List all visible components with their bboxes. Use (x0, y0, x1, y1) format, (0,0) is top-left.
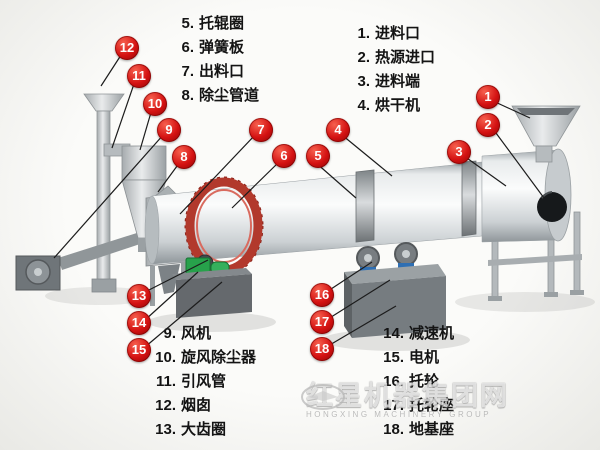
callout-3: 3 (447, 140, 471, 164)
legend-item: 13.大齿圈 (155, 421, 227, 438)
callout-13: 13 (127, 284, 151, 308)
riding-ring-bands (355, 160, 477, 243)
legend-item: 14.减速机 (383, 325, 455, 342)
callout-6: 6 (272, 144, 296, 168)
callout-8: 8 (172, 145, 196, 169)
legend-item: 17.托轮座 (383, 397, 455, 414)
fan-unit (15, 232, 146, 291)
legend-item: 11.引风管 (155, 373, 227, 390)
legend-item: 16.托轮 (383, 373, 440, 390)
legend-top-right: 1.进料口 2.热源进口 3.进料端 4.烘干机 (344, 22, 435, 118)
support-legs (488, 211, 584, 301)
callout-16: 16 (310, 283, 334, 307)
feed-hopper (511, 105, 581, 163)
legend-item: 4.烘干机 (357, 97, 421, 114)
callout-17: 17 (310, 310, 334, 334)
legend-bottom-left: 9.风机 10.旋风除尘器 11.引风管 12.烟囱 13.大齿圈 (150, 322, 256, 442)
chimney (83, 93, 125, 293)
legend-item: 6.弹簧板 (181, 39, 245, 56)
callout-1: 1 (476, 85, 500, 109)
legend-item: 5.托辊圈 (181, 15, 245, 32)
legend-item: 7.出料口 (181, 63, 245, 80)
feed-end-section (481, 148, 572, 243)
legend-item: 3.进料端 (357, 73, 421, 90)
legend-item: 12.烟囱 (155, 397, 212, 414)
callout-4: 4 (326, 118, 350, 142)
callout-18: 18 (310, 337, 334, 361)
cyclone-dust-collector (121, 145, 167, 252)
legend-item: 18.地基座 (383, 421, 455, 438)
callout-12: 12 (115, 36, 139, 60)
heat-source-inlet-opening (537, 192, 567, 222)
callout-7: 7 (249, 118, 273, 142)
callout-2: 2 (476, 113, 500, 137)
legend-bottom-right: 14.减速机 15.电机 16.托轮 17.托轮座 18.地基座 (378, 322, 454, 442)
legend-item: 1.进料口 (357, 25, 421, 42)
legend-item: 8.除尘管道 (181, 87, 260, 104)
legend-top-left: 5.托辊圈 6.弹簧板 7.出料口 8.除尘管道 (168, 12, 259, 108)
callout-14: 14 (127, 311, 151, 335)
legend-item: 10.旋风除尘器 (155, 349, 257, 366)
callout-9: 9 (157, 118, 181, 142)
callout-11: 11 (127, 64, 151, 88)
callout-5: 5 (306, 144, 330, 168)
legend-item: 2.热源进口 (357, 49, 436, 66)
foundation-base (344, 264, 446, 338)
legend-item: 15.电机 (383, 349, 440, 366)
callout-15: 15 (127, 338, 151, 362)
callout-10: 10 (143, 92, 167, 116)
